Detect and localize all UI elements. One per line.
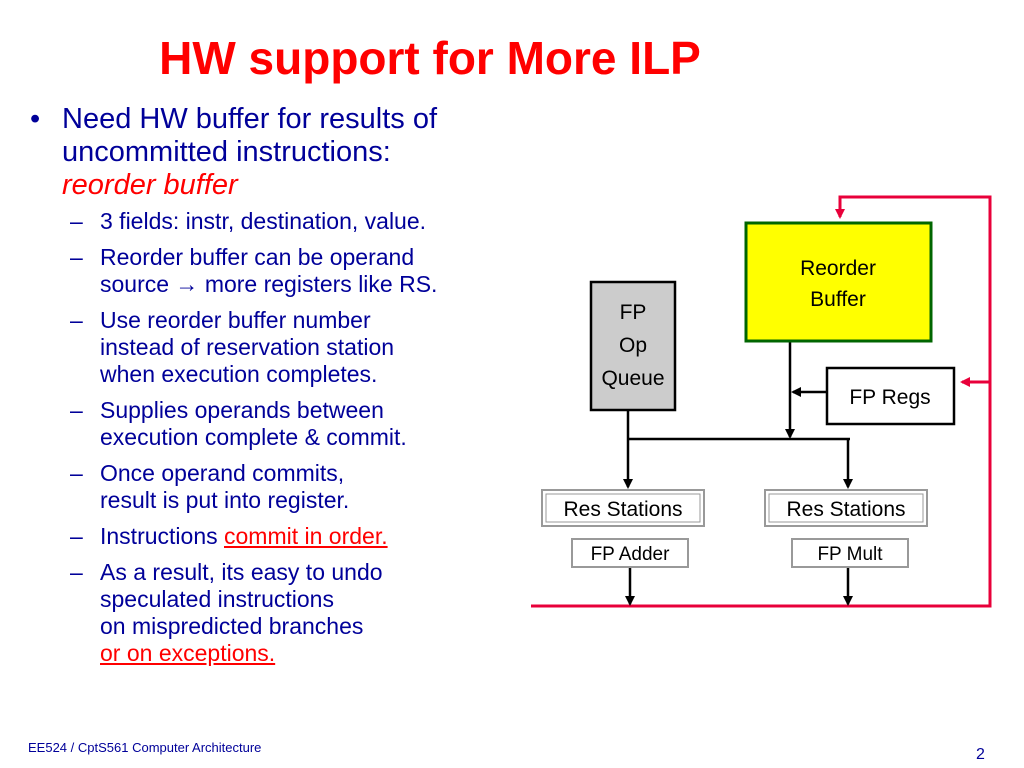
- dash-marker: –: [70, 559, 83, 585]
- dash-marker: –: [70, 523, 83, 549]
- sub-line: As a result, its easy to undo: [100, 559, 383, 585]
- main-bullet: • Need HW buffer for results of uncommit…: [30, 103, 550, 202]
- sub-line: source → more registers like RS.: [100, 271, 438, 297]
- dash-marker: –: [70, 244, 83, 270]
- reorder-buffer-label: Reorder: [800, 257, 876, 280]
- sub-line: result is put into register.: [100, 487, 350, 513]
- fp-op-queue: FP Op Queue: [589, 280, 677, 412]
- sub-line: Once operand commits,: [100, 460, 345, 486]
- sub-bullet-list: – 3 fields: instr, destination, value. –…: [30, 208, 550, 667]
- fp-regs: FP Regs: [825, 366, 956, 426]
- fp-mult-label: FP Mult: [817, 544, 883, 565]
- sub-line: Supplies operands between: [100, 397, 384, 423]
- fp-queue-label: Queue: [601, 367, 664, 390]
- commit-in-order-highlight: commit in order.: [224, 523, 388, 549]
- reorder-buffer: Reorder Buffer: [744, 221, 933, 343]
- fp-queue-label: Op: [619, 334, 647, 357]
- sub-bullet-fields: – 3 fields: instr, destination, value.: [30, 208, 550, 235]
- sub-bullet-commit-in-order: – Instructions commit in order.: [30, 523, 550, 550]
- bullet-list: • Need HW buffer for results of uncommit…: [30, 103, 550, 676]
- sub-line: Reorder buffer can be operand: [100, 244, 415, 270]
- sub-bullet-operand-source: – Reorder buffer can be operand source →…: [30, 244, 550, 298]
- common-result-bus: [531, 195, 992, 608]
- sub-text: Instructions: [100, 523, 224, 549]
- dash-marker: –: [70, 397, 83, 423]
- dash-marker: –: [70, 208, 83, 234]
- sub-line: speculated instructions: [100, 586, 334, 612]
- sub-line: Instructions commit in order.: [100, 523, 550, 550]
- main-bullet-line1: Need HW buffer for results of: [62, 103, 438, 135]
- sub-bullet-buffer-number: – Use reorder buffer number instead of r…: [30, 307, 550, 388]
- sub-bullet-operand-commits: – Once operand commits, result is put in…: [30, 460, 550, 514]
- slide-title: HW support for More ILP: [159, 32, 701, 84]
- sub-line: instead of reservation station: [100, 334, 395, 360]
- fp-adder-label: FP Adder: [591, 544, 671, 565]
- sub-line: execution complete & commit.: [100, 424, 407, 450]
- res-stations-mult: Res Stations: [764, 489, 928, 527]
- page-number: 2: [976, 746, 985, 763]
- sub-line: on mispredicted branches: [100, 613, 364, 639]
- sub-line: 3 fields: instr, destination, value.: [100, 208, 427, 234]
- dash-marker: –: [70, 307, 83, 333]
- res-stations-label: Res Stations: [786, 498, 905, 521]
- sub-bullet-supplies-operands: – Supplies operands between execution co…: [30, 397, 550, 451]
- fp-queue-label: FP: [620, 301, 647, 324]
- footer-course: EE524 / CptS561 Computer Architecture: [28, 740, 262, 755]
- fp-regs-label: FP Regs: [849, 386, 930, 409]
- res-stations-adder: Res Stations: [541, 489, 705, 527]
- res-stations-label: Res Stations: [563, 498, 682, 521]
- sub-line: Use reorder buffer number: [100, 307, 371, 333]
- bullet-marker: •: [30, 103, 41, 135]
- fp-adder: FP Adder: [571, 538, 689, 568]
- reorder-buffer-label: Buffer: [810, 288, 866, 311]
- reorder-buffer-term: reorder buffer: [62, 169, 238, 201]
- dash-marker: –: [70, 460, 83, 486]
- sub-bullet-easy-undo: – As a result, its easy to undo speculat…: [30, 559, 550, 667]
- fp-mult: FP Mult: [791, 538, 909, 568]
- exceptions-highlight: or on exceptions.: [100, 640, 276, 666]
- main-bullet-line2: uncommitted instructions:: [62, 136, 391, 168]
- sub-line: when execution completes.: [100, 361, 378, 387]
